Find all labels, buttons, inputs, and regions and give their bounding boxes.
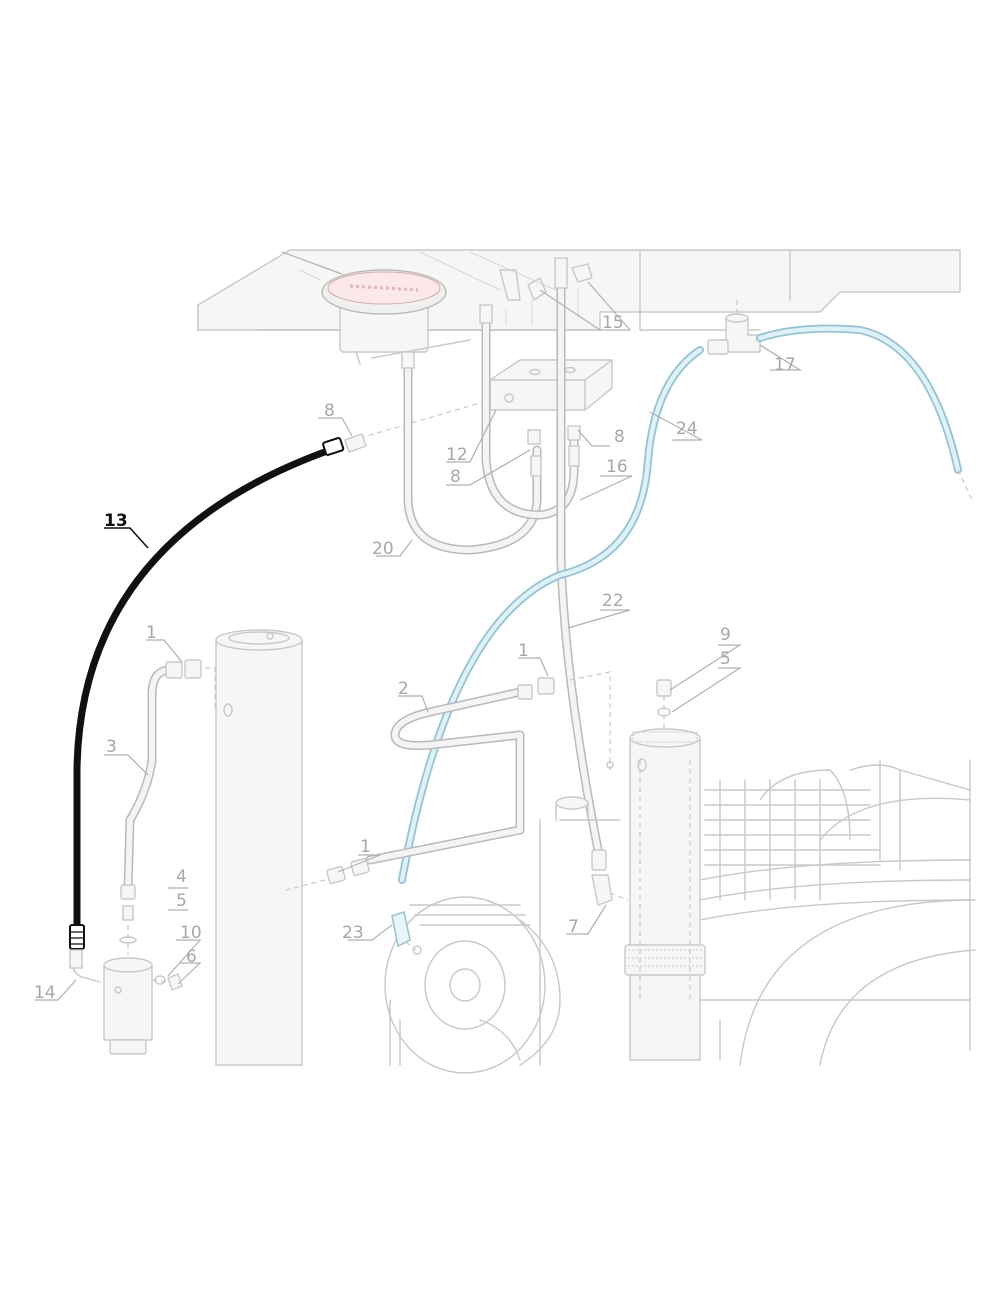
pressure-gauge xyxy=(321,269,471,365)
callout-1-mid: 1 xyxy=(518,641,529,661)
callout-16: 16 xyxy=(606,457,628,477)
callout-8-mid: 8 xyxy=(450,467,461,487)
tee-fitting-17 xyxy=(707,300,761,355)
callout-13: 13 xyxy=(104,511,128,531)
callout-9: 9 xyxy=(720,625,731,645)
callout-12: 12 xyxy=(446,445,468,465)
callout-1-lower: 1 xyxy=(360,837,371,857)
callout-4: 4 xyxy=(176,867,187,887)
callout-1-left: 1 xyxy=(146,623,157,643)
leader-lines xyxy=(35,251,803,1001)
callout-8-right: 8 xyxy=(614,427,625,447)
high-pressure-hose-13 xyxy=(69,437,345,950)
blue-tube-right xyxy=(756,324,973,501)
callout-6: 6 xyxy=(186,947,197,967)
fitting-8-left xyxy=(344,433,367,453)
callout-2: 2 xyxy=(398,679,409,699)
callout-3: 3 xyxy=(106,737,117,757)
block-fittings xyxy=(401,257,593,477)
callout-7: 7 xyxy=(568,917,579,937)
callout-24: 24 xyxy=(676,419,698,439)
filter-column xyxy=(215,629,303,1066)
blue-tube-24 xyxy=(398,346,704,884)
valve-body xyxy=(69,949,183,1055)
callout-5-left: 5 xyxy=(176,891,187,911)
mounting-plate xyxy=(197,249,961,331)
callout-5-right: 5 xyxy=(720,649,731,669)
compressor-assembly xyxy=(384,671,976,1074)
callout-17: 17 xyxy=(774,355,796,375)
fitting-7 xyxy=(591,849,629,906)
pipe-3 xyxy=(119,659,216,955)
callout-15: 15 xyxy=(602,313,624,333)
grey-hose-22 xyxy=(556,265,603,855)
callout-23: 23 xyxy=(342,923,364,943)
callout-14: 14 xyxy=(34,983,56,1003)
callout-labels: 13 14 1 1 1 2 3 4 5 5 6 7 8 8 8 9 10 12 … xyxy=(34,313,796,1003)
callout-8-left: 8 xyxy=(324,401,335,421)
loop-pipe-2 xyxy=(285,677,555,891)
grey-hose-16 xyxy=(481,310,579,520)
callout-10: 10 xyxy=(180,923,202,943)
callout-20: 20 xyxy=(372,539,394,559)
callout-22: 22 xyxy=(602,591,624,611)
fitting-23 xyxy=(391,911,422,955)
